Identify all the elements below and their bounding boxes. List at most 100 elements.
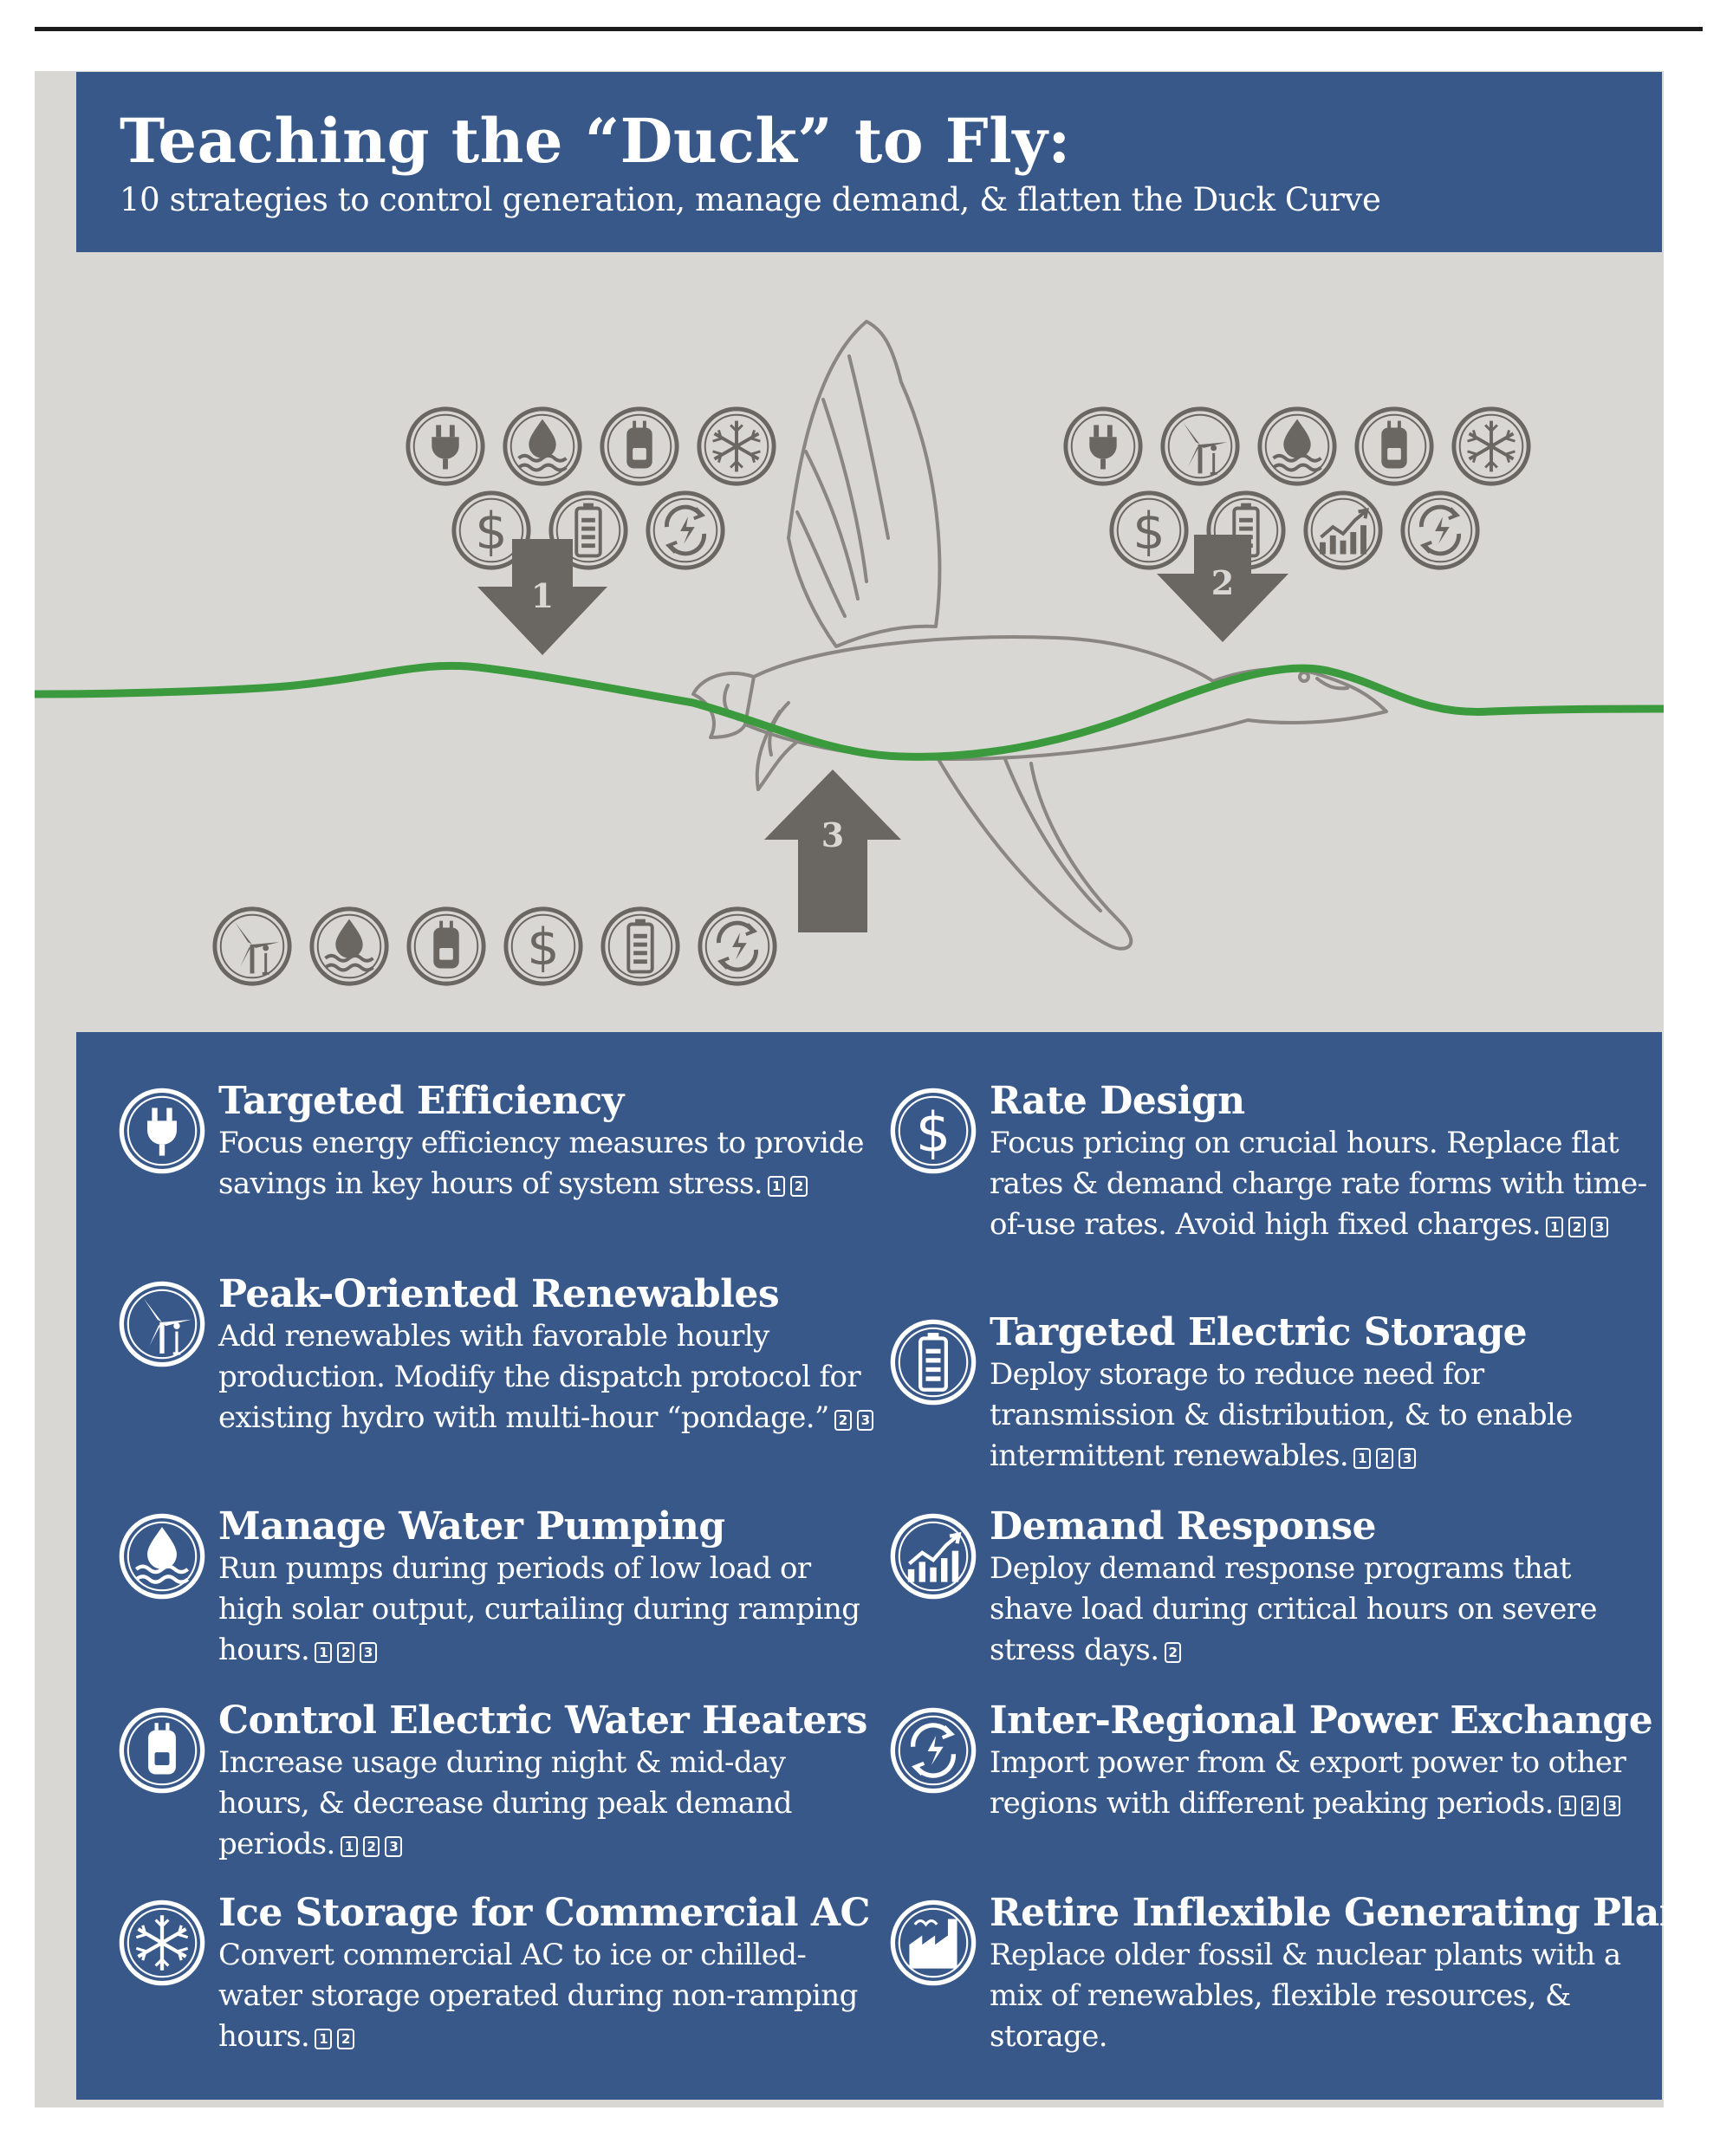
wind-turbine-icon (212, 906, 292, 986)
strategy-title: Rate Design (990, 1079, 1245, 1123)
duck-outline (691, 320, 1388, 951)
icon-group-arrow-1: $ (406, 406, 776, 570)
arrow-2-label: 2 (1211, 563, 1234, 602)
icon-group-arrow-2: $ (1063, 406, 1531, 570)
arrow-reference-tag: 2 (1164, 1642, 1182, 1663)
snowflake-icon (116, 1897, 208, 1989)
arrow-3-label: 3 (821, 815, 844, 854)
strategy-description: Run pumps during periods of low load or … (218, 1549, 877, 1671)
arrow-2: 2 (1157, 535, 1288, 642)
strategy-description: Deploy storage to reduce need for transm… (990, 1354, 1648, 1477)
arrow-reference-tag: 2 (1580, 1796, 1599, 1816)
strategy-text: Run pumps during periods of low load or … (218, 1551, 860, 1667)
snowflake-icon (697, 406, 776, 486)
strategy-description: Focus energy efficiency measures to prov… (218, 1123, 877, 1205)
strategy-title: Demand Response (990, 1504, 1377, 1549)
water-pump-icon (309, 906, 389, 986)
arrow-reference-tag: 3 (359, 1642, 377, 1663)
arrow-reference-tag: 1 (1558, 1796, 1576, 1816)
arrow-reference-tag: 2 (1567, 1217, 1586, 1237)
header-banner: Teaching the “Duck” to Fly: 10 strategie… (76, 72, 1662, 252)
duck-curve-line (35, 661, 1664, 761)
arrow-reference-tag: 3 (856, 1410, 874, 1431)
duck-illustration: 1 2 3 $ $ $ (35, 320, 1664, 986)
strategy-text: Replace older fossil & nuclear plants wi… (990, 1938, 1621, 2054)
strategy-title: Targeted Electric Storage (990, 1310, 1528, 1354)
strategy-text: Add renewables with favorable hourly pro… (218, 1319, 861, 1435)
page-title: Teaching the “Duck” to Fly: (120, 105, 1071, 177)
arrow-reference-tag: 2 (337, 1642, 354, 1663)
wind-turbine-icon (1160, 406, 1240, 486)
arrow-reference-tag: 3 (1603, 1796, 1621, 1816)
arrow-reference-tag: 1 (768, 1176, 785, 1197)
strategy-title: Control Electric Water Heaters (218, 1698, 867, 1743)
plug-icon (116, 1085, 208, 1177)
water-pump-icon (503, 406, 582, 486)
arrow-reference-tag: 2 (362, 1836, 380, 1857)
battery-icon (600, 906, 680, 986)
page-subtitle: 10 strategies to control generation, man… (120, 181, 1381, 218)
arrow-reference-tag: 3 (385, 1836, 403, 1857)
arrow-reference-tag: 2 (337, 2029, 354, 2049)
plug-icon (1063, 406, 1143, 486)
strategy-description: Increase usage during night & mid-day ho… (218, 1743, 877, 1865)
demand-chart-icon (1303, 490, 1383, 570)
strategy-description: Replace older fossil & nuclear plants wi… (990, 1935, 1648, 2057)
svg-text:$: $ (527, 918, 559, 977)
strategy-text: Deploy storage to reduce need for transm… (990, 1357, 1573, 1473)
battery-icon (548, 490, 628, 570)
strategy-title: Targeted Efficiency (218, 1079, 624, 1123)
water-pump-icon (1257, 406, 1337, 486)
strategy-description: Convert commercial AC to ice or chilled-… (218, 1935, 877, 2057)
water-heater-icon (1354, 406, 1434, 486)
strategy-description: Add renewables with favorable hourly pro… (218, 1316, 877, 1438)
dollar-icon: $ (887, 1085, 979, 1177)
water-pump-icon (116, 1510, 208, 1602)
arrow-reference-tag: 1 (1353, 1448, 1371, 1469)
arrow-reference-tag: 3 (1590, 1217, 1608, 1237)
plug-icon (406, 406, 485, 486)
strategy-description: Import power from & export power to othe… (990, 1743, 1648, 1824)
exchange-icon (646, 490, 725, 570)
dollar-icon: $ (1109, 490, 1189, 570)
strategy-title: Manage Water Pumping (218, 1504, 725, 1549)
arrow-reference-tag: 2 (834, 1410, 852, 1431)
arrow-1: 1 (477, 539, 607, 655)
strategy-icon-groups: $ $ $ (212, 406, 1531, 986)
strategy-text: Focus energy efficiency measures to prov… (218, 1126, 865, 1201)
strategy-text: Import power from & export power to othe… (990, 1745, 1626, 1821)
battery-icon (1206, 490, 1286, 570)
svg-text:$: $ (916, 1100, 951, 1164)
exchange-icon (698, 906, 777, 986)
strategy-description: Focus pricing on crucial hours. Replace … (990, 1123, 1648, 1245)
wind-turbine-icon (116, 1278, 208, 1370)
dollar-icon: $ (451, 490, 531, 570)
svg-text:$: $ (1133, 502, 1165, 562)
top-rule (35, 27, 1703, 31)
water-heater-icon (116, 1705, 208, 1796)
svg-text:$: $ (475, 502, 507, 562)
arrow-1-label: 1 (531, 576, 554, 615)
icon-group-arrow-3: $ (212, 906, 777, 986)
strategy-description: Deploy demand response programs that sha… (990, 1549, 1648, 1671)
arrow-reference-tag: 3 (1398, 1448, 1416, 1469)
arrow-reference-tag: 2 (1375, 1448, 1393, 1469)
battery-icon (887, 1316, 979, 1408)
strategy-text: Focus pricing on crucial hours. Replace … (990, 1126, 1647, 1242)
snowflake-icon (1451, 406, 1531, 486)
strategy-title: Peak-Oriented Renewables (218, 1272, 780, 1316)
factory-icon (887, 1897, 979, 1989)
exchange-icon (1400, 490, 1480, 570)
arrow-reference-tag: 1 (1546, 1217, 1563, 1237)
arrow-reference-tag: 2 (789, 1176, 808, 1197)
strategy-title: Retire Inflexible Generating Plants (990, 1891, 1725, 1935)
strategy-title: Ice Storage for Commercial AC (218, 1891, 871, 1935)
arrow-reference-tag: 1 (340, 1836, 358, 1857)
exchange-icon (887, 1705, 979, 1796)
arrow-reference-tag: 1 (315, 1642, 333, 1663)
water-heater-icon (600, 406, 679, 486)
demand-chart-icon (887, 1510, 979, 1602)
strategy-text: Deploy demand response programs that sha… (990, 1551, 1598, 1667)
water-heater-icon (406, 906, 486, 986)
strategy-text: Increase usage during night & mid-day ho… (218, 1745, 792, 1861)
